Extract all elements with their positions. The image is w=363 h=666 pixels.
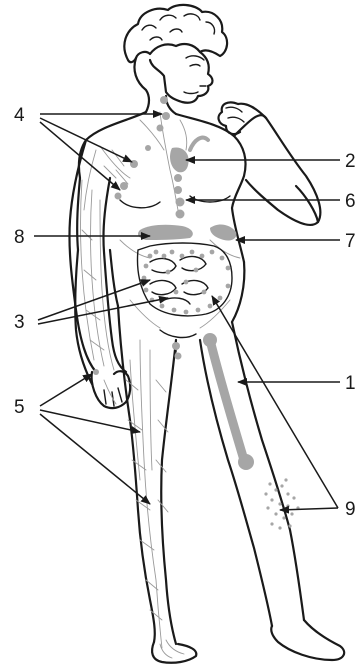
- bone-marrow: [210, 340, 244, 460]
- hanging-arm: [69, 140, 96, 372]
- arm-node: [93, 369, 99, 375]
- inguinal-node: [172, 342, 180, 350]
- cervical-axillary-nodes: [115, 96, 171, 200]
- callout-2: 2: [345, 151, 356, 172]
- hair: [124, 5, 227, 62]
- callout-1: 1: [345, 373, 356, 394]
- liver: [138, 225, 193, 240]
- thymus: [170, 147, 189, 172]
- callout-4: 4: [14, 105, 25, 126]
- callout-3: 3: [14, 312, 25, 333]
- callout-8: 8: [14, 227, 25, 248]
- callout-5: 5: [14, 397, 25, 418]
- left-leg: [118, 306, 155, 642]
- right-foot: [271, 620, 344, 660]
- left-shoulder: [75, 112, 146, 384]
- left-foot: [152, 642, 196, 663]
- lymph-vessels: [81, 112, 241, 658]
- callout-6: 6: [345, 191, 356, 212]
- raised-arm: [234, 115, 320, 225]
- callout-7: 7: [345, 231, 356, 252]
- right-leg: [232, 322, 304, 620]
- spleen: [210, 225, 236, 241]
- lymphoid-organs: [93, 96, 300, 530]
- callout-9: 9: [345, 499, 356, 520]
